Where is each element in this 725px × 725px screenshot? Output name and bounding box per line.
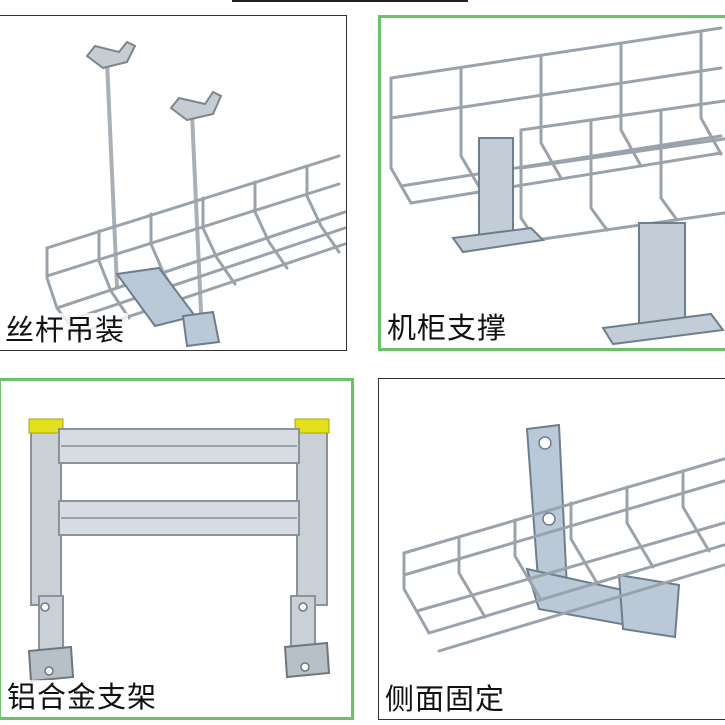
aluminum-ladder-bracket-icon (27, 418, 331, 683)
panel-side-mount[interactable]: 侧面固定 (378, 378, 725, 720)
top-divider-line (232, 0, 468, 2)
panel-caption: 铝合金支架 (4, 680, 161, 714)
wire-tray-cabinet-bracket-icon (389, 26, 725, 346)
panel-caption: 机柜支撑 (384, 311, 511, 345)
wire-tray-side-wall-bracket-icon (402, 423, 725, 653)
panel-rod-hanging[interactable]: 丝杆吊装 (0, 15, 347, 351)
wire-tray-threaded-rod-hanger-icon (45, 40, 346, 348)
panel-caption: 丝杆吊装 (2, 313, 129, 347)
panel-caption: 侧面固定 (382, 682, 509, 716)
panel-aluminum-bracket[interactable]: 铝合金支架 (0, 378, 354, 720)
panel-cabinet-support[interactable]: 机柜支撑 (378, 15, 725, 351)
